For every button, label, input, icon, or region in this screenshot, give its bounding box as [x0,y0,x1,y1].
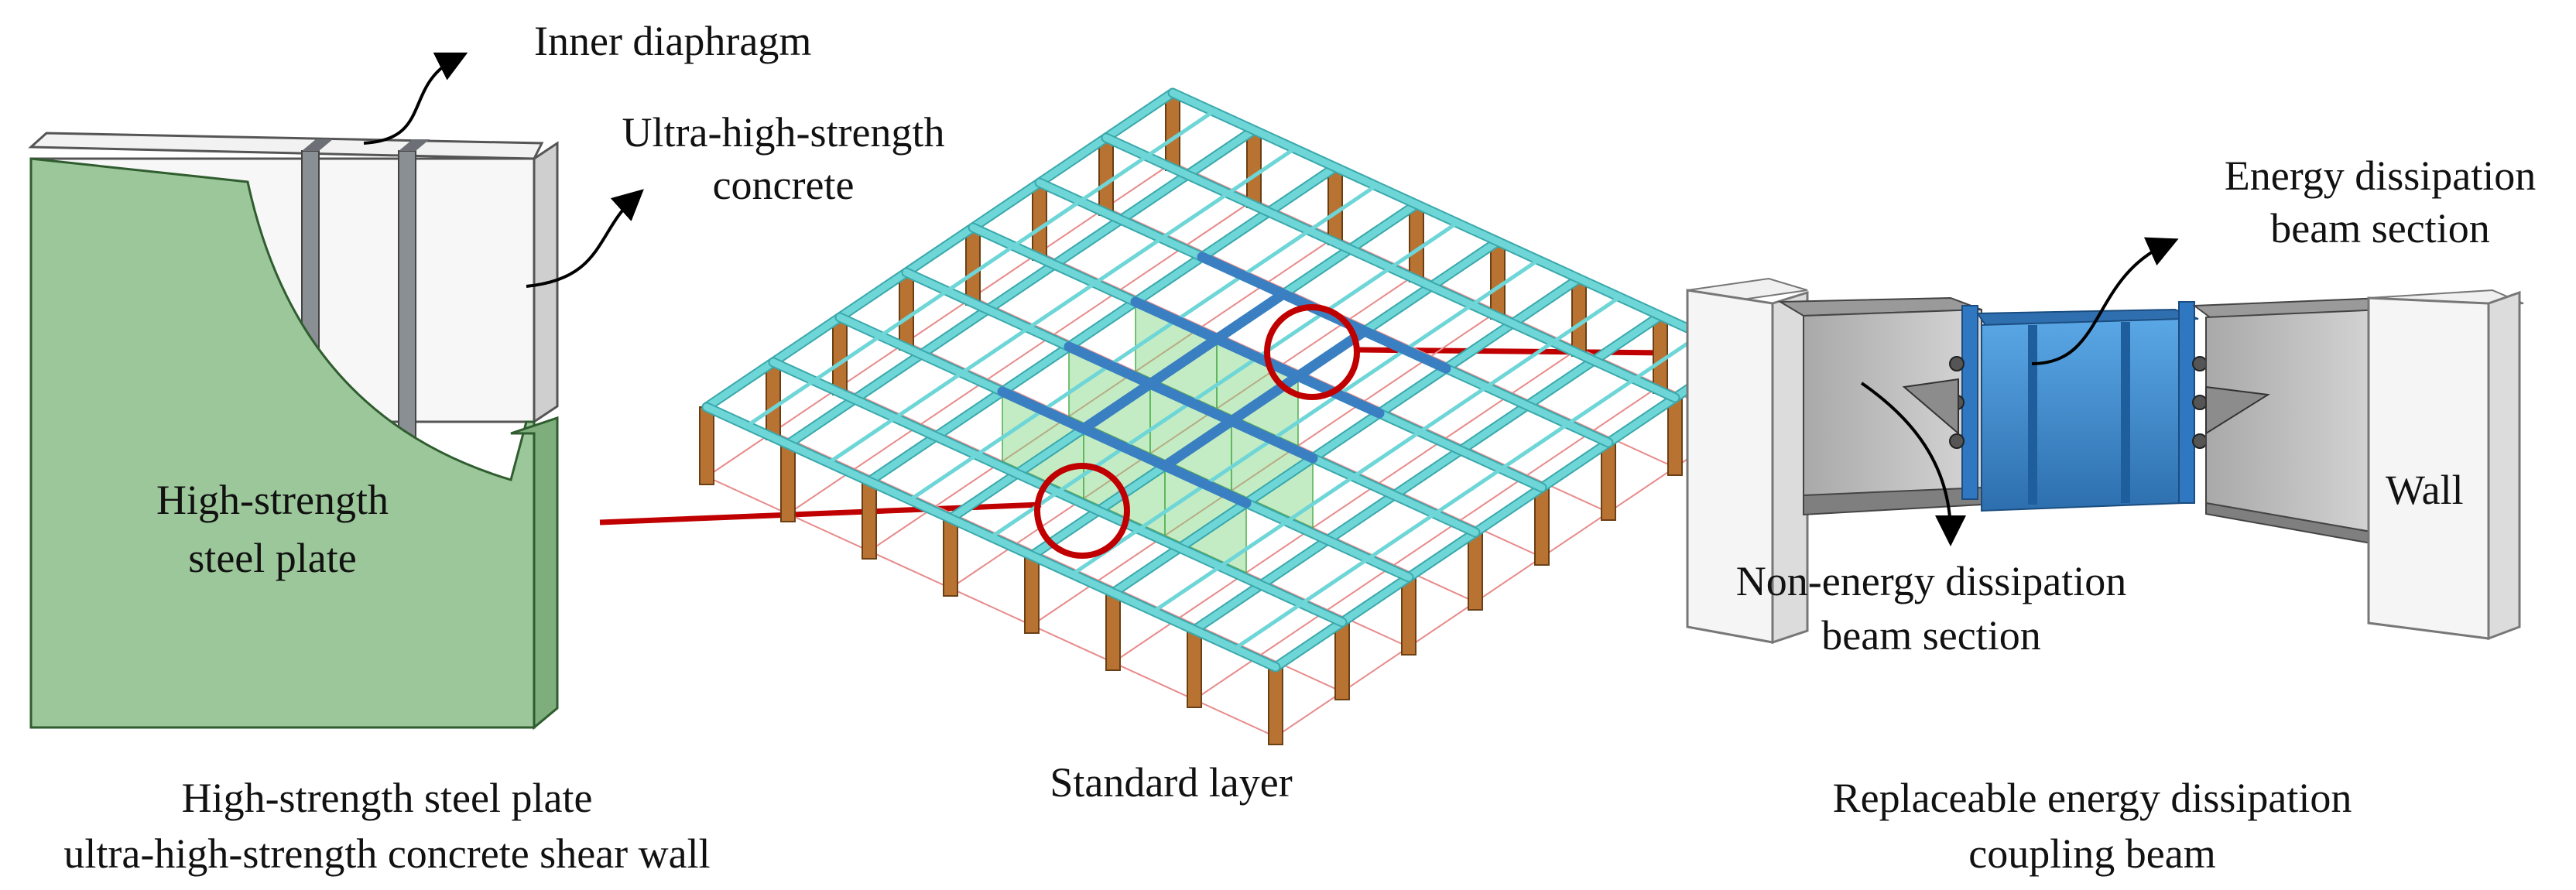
floor-grid-line [950,273,1417,589]
floor-grid-line [1031,310,1499,626]
steel-plate-side [510,416,559,731]
frame-secondary-beam [746,109,1214,428]
floor-grid-line [1039,252,1609,513]
frame-column [862,481,877,560]
frame-column [1098,137,1114,216]
frame-secondary-beam [1071,258,1540,577]
core-coupling-beam [1197,252,1451,374]
shear-wall-illustration [28,52,644,731]
frame-column [1601,442,1616,521]
wall-label: Wall [2386,467,2464,513]
frame-column [1187,629,1202,708]
frame-column [1327,166,1343,245]
non-energy-section-label-line1: Non-energy dissipation [1735,558,2127,604]
energy-beam-top-flange [1976,308,2199,327]
right-stiffeners [2205,385,2270,435]
steel-plate-face [29,157,536,729]
coupling-beam-illustration [1686,237,2524,645]
left-caption-line1: High-strength steel plate [181,775,593,821]
frame-column [1409,204,1424,282]
frame-beam [1109,275,1583,597]
frame-column [1490,241,1506,320]
floor-grid-line [1275,422,1742,738]
frame-column [1334,621,1350,700]
frame-secondary-beam [909,183,1377,502]
energy-section-arrow [2031,237,2179,365]
floor-grid-line [706,476,1276,738]
frame-beam [865,163,1339,485]
frame-column [766,361,781,440]
steel-plate-label-line2: steel plate [188,535,357,581]
frame-column [943,518,958,597]
floor-grid-line [1105,207,1676,468]
floor-grid-line [787,199,1255,515]
energy-beam-web [1981,317,2184,512]
steel-plate-label-line1: High-strength [156,477,389,523]
left-stiffeners [1902,378,1959,436]
left-caption-line2: ultra-high-strength concrete shear wall [63,830,711,877]
frame-secondary-beam [827,146,1296,465]
core-coupling-beam [1064,341,1318,464]
left-wall-block-side [1771,290,1809,645]
right-bolts [2192,356,2208,449]
floor-grid-line [868,236,1336,552]
frame-column [1468,532,1483,611]
frame-column [1667,397,1683,476]
center-caption: Standard layer [1050,759,1293,806]
inner-diaphragm-arrow [363,52,468,145]
frame-beam [784,126,1258,448]
frame-beam [1272,349,1745,671]
frame-column [1268,666,1283,745]
frame-column [965,227,981,306]
frame-column [1653,315,1668,394]
inner-diaphragm-label: Inner diaphragm [534,18,812,64]
frame-column [780,443,796,522]
energy-beam-stiffener-1 [2028,325,2037,505]
uhsc-arrow [526,189,644,288]
wall-highlight-circle [1034,463,1130,559]
frame-column [699,406,714,485]
energy-section-label-line1: Energy dissipation [2224,152,2537,199]
standard-layer-illustration [699,87,1749,745]
floor-grid-line [772,431,1343,693]
energy-section-label-line2: beam section [2270,205,2490,252]
frame-column [1571,278,1587,357]
core-coupling-beam [1078,289,1289,434]
non-energy-section-arrow [1860,382,1966,546]
frame-column [1534,487,1550,566]
uhsc-label-line1: Ultra-high-strength [622,109,945,156]
frame-column [1246,129,1262,208]
uhsc-label-line2: concrete [712,162,855,208]
beam-highlight-circle [1264,304,1360,400]
frame-column [1032,182,1047,261]
frame-column [1105,592,1121,671]
floor-grid-line [1194,385,1661,700]
core-coupling-beam [1130,296,1385,419]
right-caption-line2: coupling beam [1968,830,2216,877]
frame-beam [1190,312,1664,634]
frame-column [1165,92,1180,171]
frame-column [1401,577,1416,656]
core-coupling-beam [997,386,1252,508]
right-caption-line1: Replaceable energy dissipation [1832,775,2352,821]
right-wall-block-side [2487,290,2521,641]
frame-column [899,272,914,351]
frame-column [1024,555,1040,634]
non-energy-section-label-line2: beam section [1821,612,2041,659]
frame-secondary-beam [990,221,1458,539]
frame-beam [703,89,1177,411]
floor-grid-line [706,162,1173,478]
energy-beam-stiffener-2 [2121,322,2130,503]
core-coupling-beam [1160,326,1370,471]
right-beam-web [2205,308,2385,536]
wall-top-face [28,132,544,160]
floor-grid-line [1172,162,1742,423]
floor-grid-line [1112,347,1580,663]
frame-column [832,317,848,395]
frame-secondary-beam [1234,332,1702,651]
frame-secondary-beam [1153,295,1621,614]
